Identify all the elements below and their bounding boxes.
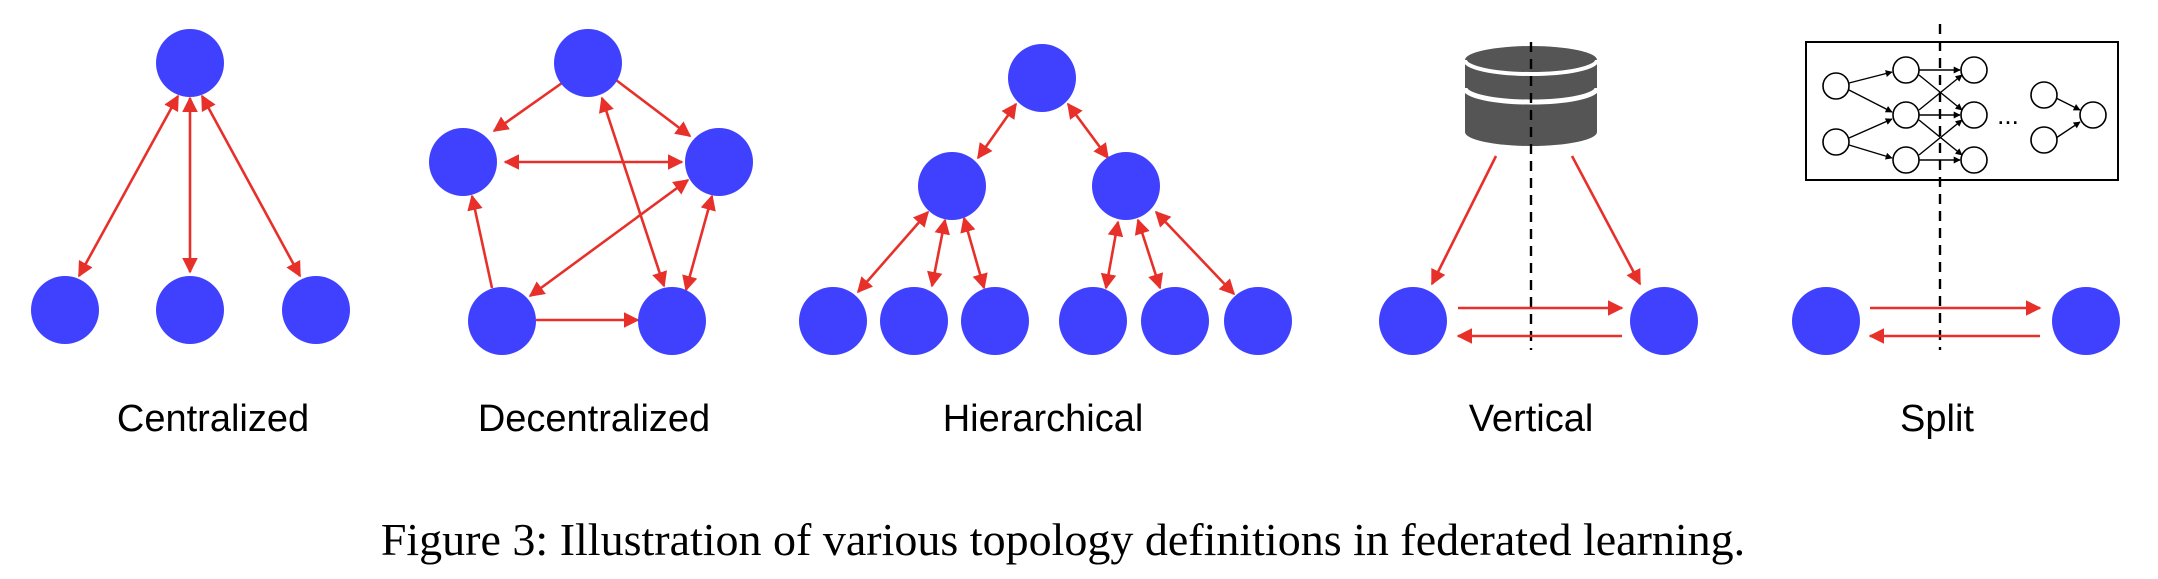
edge-server-node [918, 152, 986, 220]
server-node [156, 29, 224, 97]
edge [960, 216, 988, 290]
decentralized-topology: Decentralized [429, 29, 753, 440]
centralized-topology: Centralized [31, 29, 350, 440]
edge [598, 96, 668, 288]
client-node [282, 276, 350, 344]
party-node [1792, 287, 1860, 355]
edge [1100, 220, 1124, 290]
party-node [1630, 287, 1698, 355]
ellipsis-text: ... [1997, 100, 2019, 130]
edge [1066, 102, 1110, 160]
client-node [1141, 287, 1209, 355]
client-node [31, 276, 99, 344]
figure-caption: Figure 3: Illustration of various topolo… [381, 514, 1745, 565]
edge [682, 194, 716, 292]
edge [528, 178, 690, 298]
label-hierarchical: Hierarchical [943, 398, 1144, 440]
edge-server-node [1092, 152, 1160, 220]
edge [976, 102, 1018, 160]
label-split: Split [1900, 398, 1974, 440]
label-decentralized: Decentralized [478, 398, 710, 440]
edge [467, 194, 494, 289]
client-node [156, 276, 224, 344]
peer-node [638, 287, 706, 355]
peer-node [554, 29, 622, 97]
label-vertical: Vertical [1469, 398, 1594, 440]
label-centralized: Centralized [117, 398, 309, 440]
edge [856, 210, 930, 294]
edge [1134, 218, 1164, 290]
edge [492, 81, 563, 133]
peer-node [685, 128, 753, 196]
client-node [1059, 287, 1127, 355]
party-node [2052, 287, 2120, 355]
party-node [1379, 287, 1447, 355]
peer-node [468, 287, 536, 355]
edge [927, 218, 950, 288]
edge [200, 94, 302, 278]
vertical-topology: Vertical [1379, 42, 1698, 440]
root-server-node [1008, 44, 1076, 112]
edge [77, 94, 180, 278]
hierarchical-topology: Hierarchical [799, 44, 1292, 440]
neural-network-icon [1822, 56, 2107, 174]
split-topology: ... Split [1792, 24, 2120, 440]
client-node [880, 287, 948, 355]
peer-node [429, 128, 497, 196]
edge [1154, 210, 1236, 296]
client-node [961, 287, 1029, 355]
client-node [1224, 287, 1292, 355]
edge [615, 78, 692, 138]
edge [1570, 155, 1642, 286]
edge [1430, 155, 1498, 286]
client-node [799, 287, 867, 355]
